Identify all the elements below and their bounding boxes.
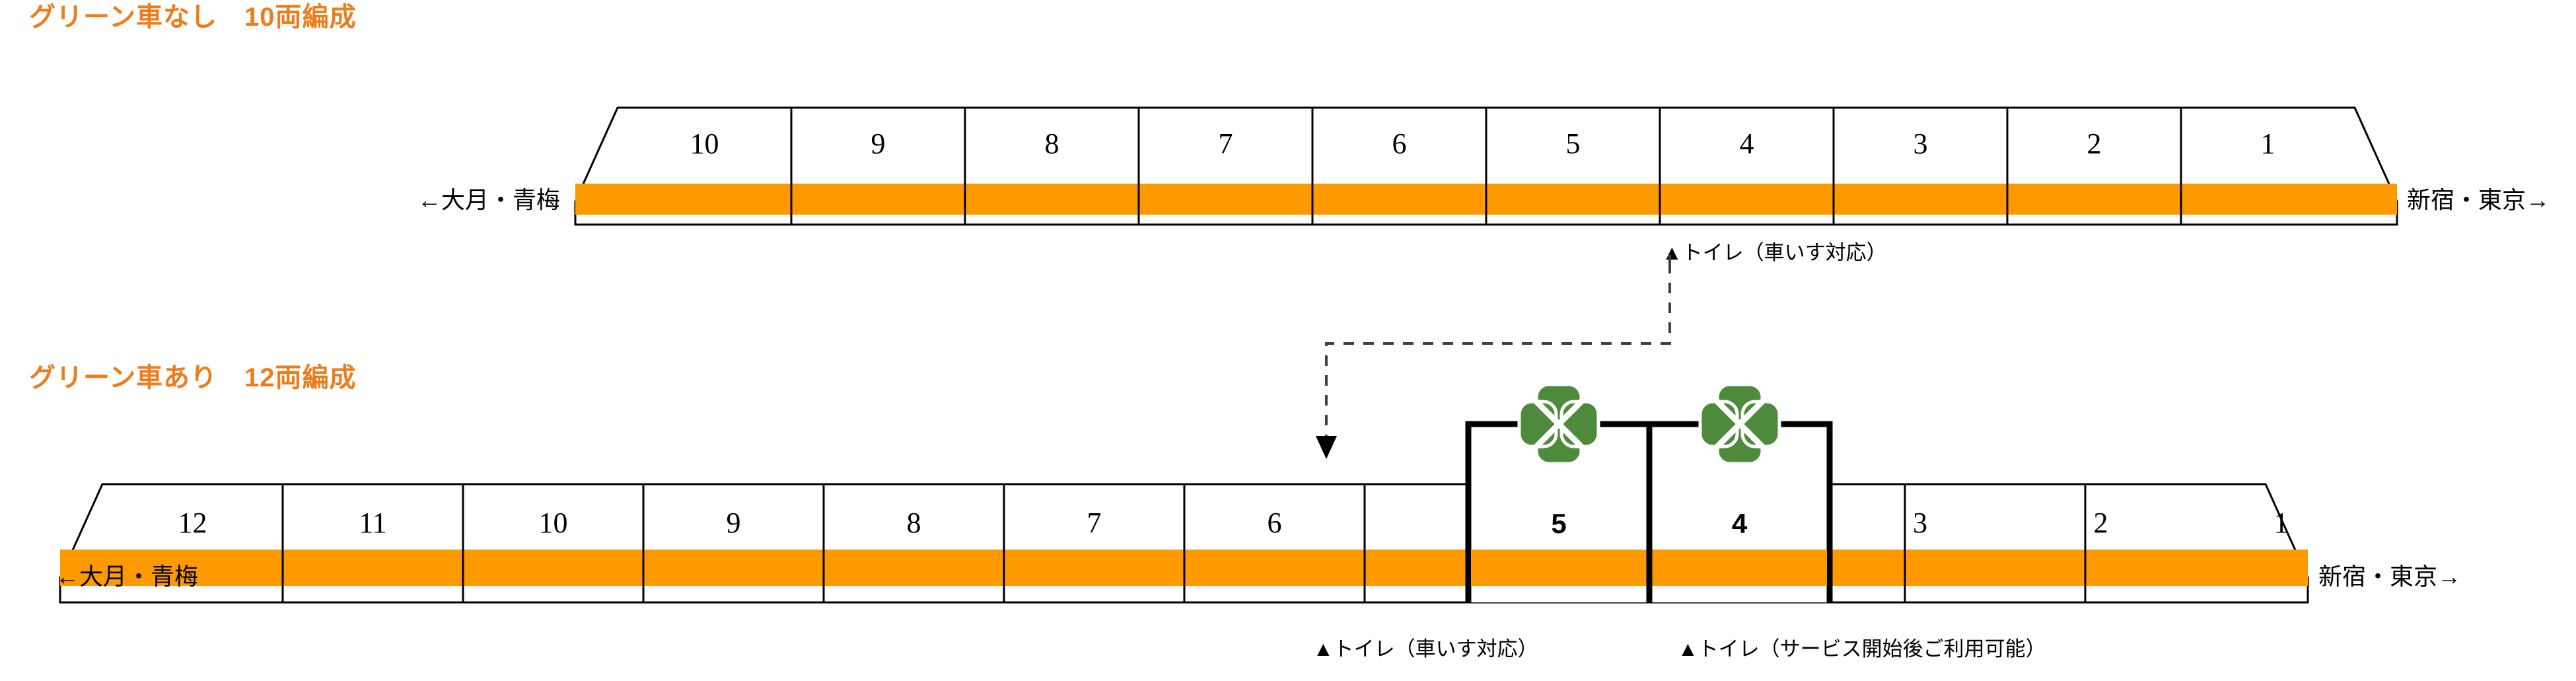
car-number-10: 10 xyxy=(538,507,568,539)
green-car-block xyxy=(1465,421,1833,602)
car-number-8: 8 xyxy=(906,507,921,539)
car-number-2: 2 xyxy=(2093,507,2108,539)
train-2-car-dividers xyxy=(281,484,2087,602)
car-number-4: 4 xyxy=(1739,127,1754,160)
car-number-9: 9 xyxy=(726,507,741,539)
car-number-8: 8 xyxy=(1044,127,1059,160)
green-car-clover-icon-car-4 xyxy=(1700,384,1779,464)
car-number-6: 6 xyxy=(1392,127,1407,160)
section-title-no-green-car: グリーン車なし 10両編成 xyxy=(29,3,357,32)
car-number-12: 12 xyxy=(178,507,207,539)
car-number-7: 7 xyxy=(1218,127,1233,160)
car-number-3: 3 xyxy=(1913,127,1928,160)
train-1-body-svg xyxy=(574,106,2398,226)
car-number-5-green: 5 xyxy=(1551,508,1567,539)
direction-label-left-train-1: ←大月・青梅 xyxy=(417,186,561,213)
car-number-10: 10 xyxy=(690,127,719,160)
car-number-3: 3 xyxy=(1913,507,1927,539)
green-car-clover-icon-car-5 xyxy=(1519,384,1598,464)
car-number-11: 11 xyxy=(359,507,387,539)
car-number-7: 7 xyxy=(1087,507,1102,539)
direction-label-right-train-1: 新宿・東京→ xyxy=(2407,186,2550,213)
toilet-annotation-wheelchair-train-2: ▲トイレ（車いす対応） xyxy=(1313,637,1538,661)
car-number-2: 2 xyxy=(2087,127,2102,160)
direction-label-left-train-2: ←大月・青梅 xyxy=(55,563,199,590)
car-number-4-green: 4 xyxy=(1731,508,1748,539)
direction-label-right-train-2: 新宿・東京→ xyxy=(2318,563,2462,590)
section-title-with-green-car: グリーン車あり 12両編成 xyxy=(29,363,357,392)
car-number-1: 1 xyxy=(2260,127,2275,160)
car-number-6: 6 xyxy=(1267,507,1282,539)
toilet-annotation-future-service-train-2: ▲トイレ（サービス開始後ご利用可能） xyxy=(1678,637,2046,661)
car-number-5: 5 xyxy=(1565,127,1581,160)
car-number-1: 1 xyxy=(2273,507,2289,539)
train-diagram-10-car: 10 9 8 7 6 5 4 3 2 1 ←大月・青梅 新宿・東京→ ▲トイレ（… xyxy=(0,0,2576,277)
train-1-car-dividers xyxy=(790,108,2182,225)
toilet-annotation-wheelchair-train-1: ▲トイレ（車いす対応） xyxy=(1662,241,1887,264)
car-number-9: 9 xyxy=(871,127,886,160)
